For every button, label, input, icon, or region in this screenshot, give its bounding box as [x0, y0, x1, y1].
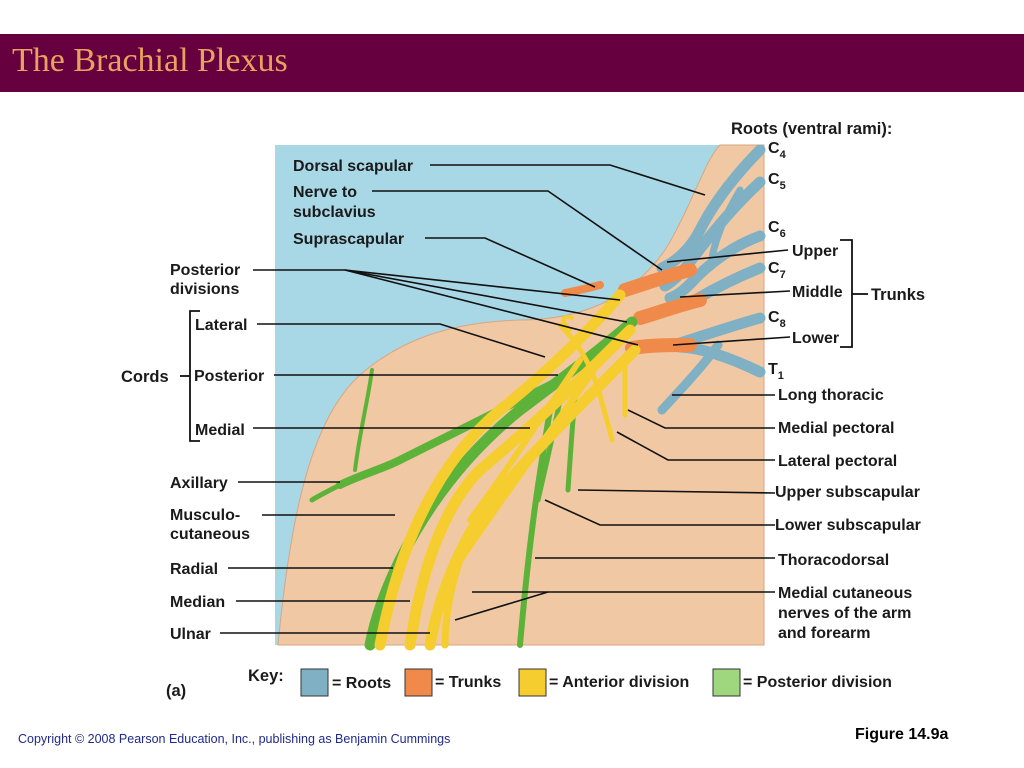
trunk-lower [625, 338, 697, 355]
label-nerve-to-1: Nerve to [293, 184, 357, 201]
label-musculocutaneous-1: Musculo- [170, 507, 240, 524]
slide-title: The Brachial Plexus [12, 42, 288, 79]
axillary-tip [309, 482, 343, 503]
key-swatch-anterior [518, 668, 547, 697]
root-c6 [664, 230, 766, 304]
label-ulnar: Ulnar [170, 626, 211, 643]
brackets [180, 239, 868, 442]
label-dorsal-scapular: Dorsal scapular [293, 158, 413, 175]
cord-label-lateral: Lateral [195, 317, 247, 334]
root-label-c5: C5 [768, 171, 786, 192]
key-label-anterior: = Anterior division [549, 674, 689, 691]
label-musculocutaneous-2: cutaneous [170, 526, 250, 543]
panel-letter: (a) [166, 682, 186, 700]
leader-medial-cutaneous-2 [454, 591, 549, 621]
leader-upper [666, 249, 789, 263]
leader-lateral-pectoral [616, 431, 775, 461]
suprascapular-nerve [561, 281, 604, 297]
label-long-thoracic: Long thoracic [778, 387, 884, 404]
leader-posterior-divisions-3 [344, 269, 639, 346]
root-label-t1: T1 [768, 361, 784, 382]
leader-nerve-to-subclavius [372, 190, 663, 271]
figure-number: Figure 14.9a [855, 726, 949, 743]
trunk-label-lower: Lower [792, 330, 839, 347]
leader-suprascapular [425, 237, 596, 288]
trunks-heading: Trunks [871, 286, 925, 304]
label-nerve-to-2: subclavius [293, 204, 376, 221]
leader-lateral [257, 323, 546, 358]
long-thoracic-nerve [657, 340, 723, 415]
root-label-c4: C4 [768, 140, 787, 161]
root-label-c8: C8 [768, 309, 786, 330]
label-posterior-divisions-2: divisions [170, 281, 239, 298]
leader-middle [679, 290, 791, 298]
leader-lower-subscapular [544, 499, 775, 526]
trunk-upper [618, 263, 697, 297]
label-posterior-divisions-1: Posterior [170, 262, 240, 279]
key-label-trunks: = Trunks [435, 674, 501, 691]
key-heading: Key: [248, 667, 284, 685]
label-medial-cutaneous-3: and forearm [778, 625, 870, 642]
lateral-pectoral-nerve [557, 322, 615, 443]
root-c4 [656, 144, 766, 274]
leader-lines [220, 164, 791, 634]
musculocutaneous-nerve [374, 289, 626, 651]
label-lower-subscapular: Lower subscapular [775, 517, 921, 534]
leader-posterior-divisions-2 [344, 269, 621, 301]
anterior-branch [467, 357, 583, 523]
cords-heading: Cords [121, 368, 169, 386]
label-medial-pectoral: Medial pectoral [778, 420, 894, 437]
copyright-notice: Copyright © 2008 Pearson Education, Inc.… [18, 732, 451, 746]
key-swatch-posterior [712, 668, 741, 697]
label-upper-subscapular: Upper subscapular [775, 484, 920, 501]
label-suprascapular: Suprascapular [293, 231, 404, 248]
label-median: Median [170, 594, 225, 611]
root-connector [708, 186, 744, 262]
leader-medial-pectoral [627, 409, 775, 429]
trunk-label-upper: Upper [792, 243, 838, 260]
medial-cutaneous-nerve [441, 356, 604, 649]
title-bar: The Brachial Plexus [0, 34, 1024, 92]
trunk-middle [633, 293, 707, 325]
root-label-c6: C6 [768, 219, 786, 240]
leader-lower [672, 336, 791, 346]
label-axillary: Axillary [170, 475, 228, 492]
roots-heading: Roots (ventral rami): [731, 120, 892, 138]
key-label-roots: = Roots [332, 675, 391, 692]
axillary-upper-branch [353, 368, 374, 472]
key-swatch-trunks [404, 668, 433, 697]
key-label-posterior: = Posterior division [743, 674, 892, 691]
trunk-label-middle: Middle [792, 284, 843, 301]
label-thoracodorsal: Thoracodorsal [778, 552, 889, 569]
root-label-c7: C7 [768, 260, 786, 281]
label-radial: Radial [170, 561, 218, 578]
leader-upper-subscapular [577, 489, 776, 494]
leader-dorsal-scapular [430, 164, 706, 196]
label-lateral-pectoral: Lateral pectoral [778, 453, 897, 470]
cord-label-medial: Medial [195, 422, 245, 439]
cord-label-posterior: Posterior [194, 368, 264, 385]
label-medial-cutaneous-1: Medial cutaneous [778, 585, 912, 602]
anterior-division-group [374, 289, 641, 651]
ulnar-nerve [424, 344, 641, 651]
label-medial-cutaneous-2: nerves of the arm [778, 605, 911, 622]
key-swatch-roots [300, 668, 329, 697]
